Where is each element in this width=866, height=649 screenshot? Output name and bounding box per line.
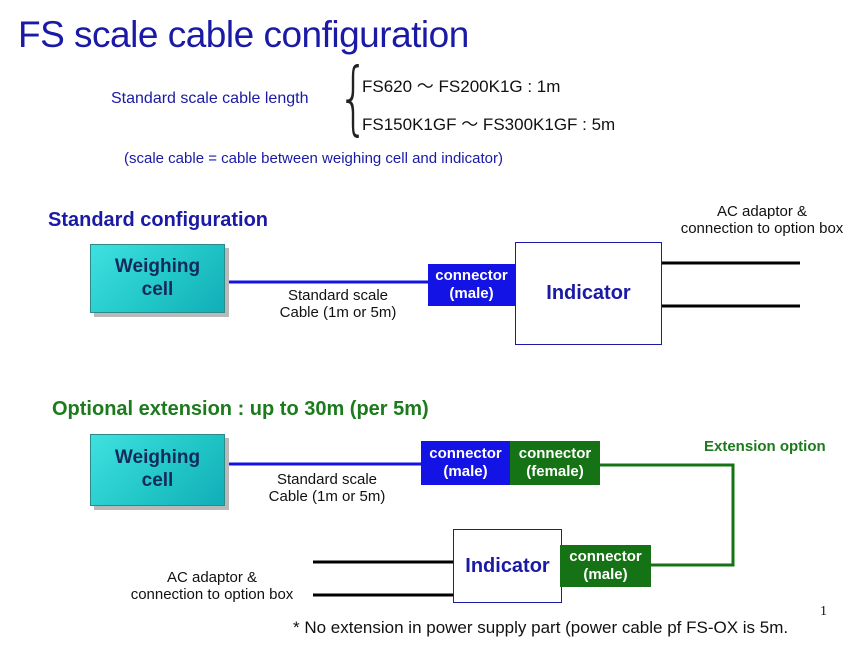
optional-cable-label-2: Cable (1m or 5m) xyxy=(268,488,386,505)
optional-connector-female-label-1: connector xyxy=(518,445,592,462)
standard-cable-label: Standard scale Cable (1m or 5m) xyxy=(268,287,408,321)
standard-cable-label-2: Cable (1m or 5m) xyxy=(279,304,397,321)
spec-line-1: FS620 ～ FS200K1G : 1m xyxy=(362,77,561,96)
extension-option-label: Extension option xyxy=(704,438,826,455)
standard-cell-label-1: Weighing xyxy=(114,255,201,277)
page-number: 1 xyxy=(820,604,827,619)
optional-connector-female-label-2: (female) xyxy=(526,463,584,480)
standard-cable-label-1: Standard scale xyxy=(287,287,389,304)
optional-connector-female: connector (female) xyxy=(510,441,600,485)
standard-ac-label-1: AC adaptor & xyxy=(716,203,808,220)
optional-ac-label-2: connection to option box xyxy=(130,586,294,603)
optional-indicator-connector-label-1: connector xyxy=(569,548,642,565)
optional-weighing-cell: Weighing cell xyxy=(90,434,225,506)
optional-indicator-connector-label-2: (male) xyxy=(583,566,628,583)
footnote: * No extension in power supply part (pow… xyxy=(293,618,789,637)
optional-ac-label: AC adaptor & connection to option box xyxy=(114,569,310,603)
standard-cell-label-2: cell xyxy=(141,278,174,300)
optional-extension-heading: Optional extension : up to 30m (per 5m) xyxy=(52,398,429,420)
optional-cable-label: Standard scale Cable (1m or 5m) xyxy=(257,471,397,505)
optional-cable-label-1: Standard scale xyxy=(276,471,378,488)
standard-indicator: Indicator xyxy=(515,242,662,345)
extension-cable xyxy=(600,463,735,567)
optional-indicator: Indicator xyxy=(453,529,562,603)
optional-connector-male-label-2: (male) xyxy=(443,463,488,480)
page-title: FS scale cable configuration xyxy=(18,14,469,55)
standard-config-heading: Standard configuration xyxy=(48,209,268,231)
optional-cell-label-1: Weighing xyxy=(114,447,201,469)
standard-connector-label-2: (male) xyxy=(449,285,494,302)
optional-connector-male-label-1: connector xyxy=(429,445,502,462)
optional-indicator-connector: connector (male) xyxy=(560,545,651,587)
optional-ac-label-1: AC adaptor & xyxy=(166,569,258,586)
standard-ac-label: AC adaptor & connection to option box xyxy=(664,203,860,237)
optional-connector-male: connector (male) xyxy=(421,441,510,485)
standard-connector-male: connector (male) xyxy=(428,264,515,306)
cable-definition: (scale cable = cable between weighing ce… xyxy=(124,150,503,167)
standard-connector-label-1: connector xyxy=(435,267,508,284)
brace-icon: { xyxy=(338,51,369,144)
spec-line-2: FS150K1GF ～ FS300K1GF : 5m xyxy=(362,115,616,134)
optional-cell-label-2: cell xyxy=(141,470,174,491)
standard-ac-label-2: connection to option box xyxy=(680,220,844,237)
standard-length-label: Standard scale cable length xyxy=(111,90,309,107)
standard-weighing-cell: Weighing cell xyxy=(90,244,225,313)
